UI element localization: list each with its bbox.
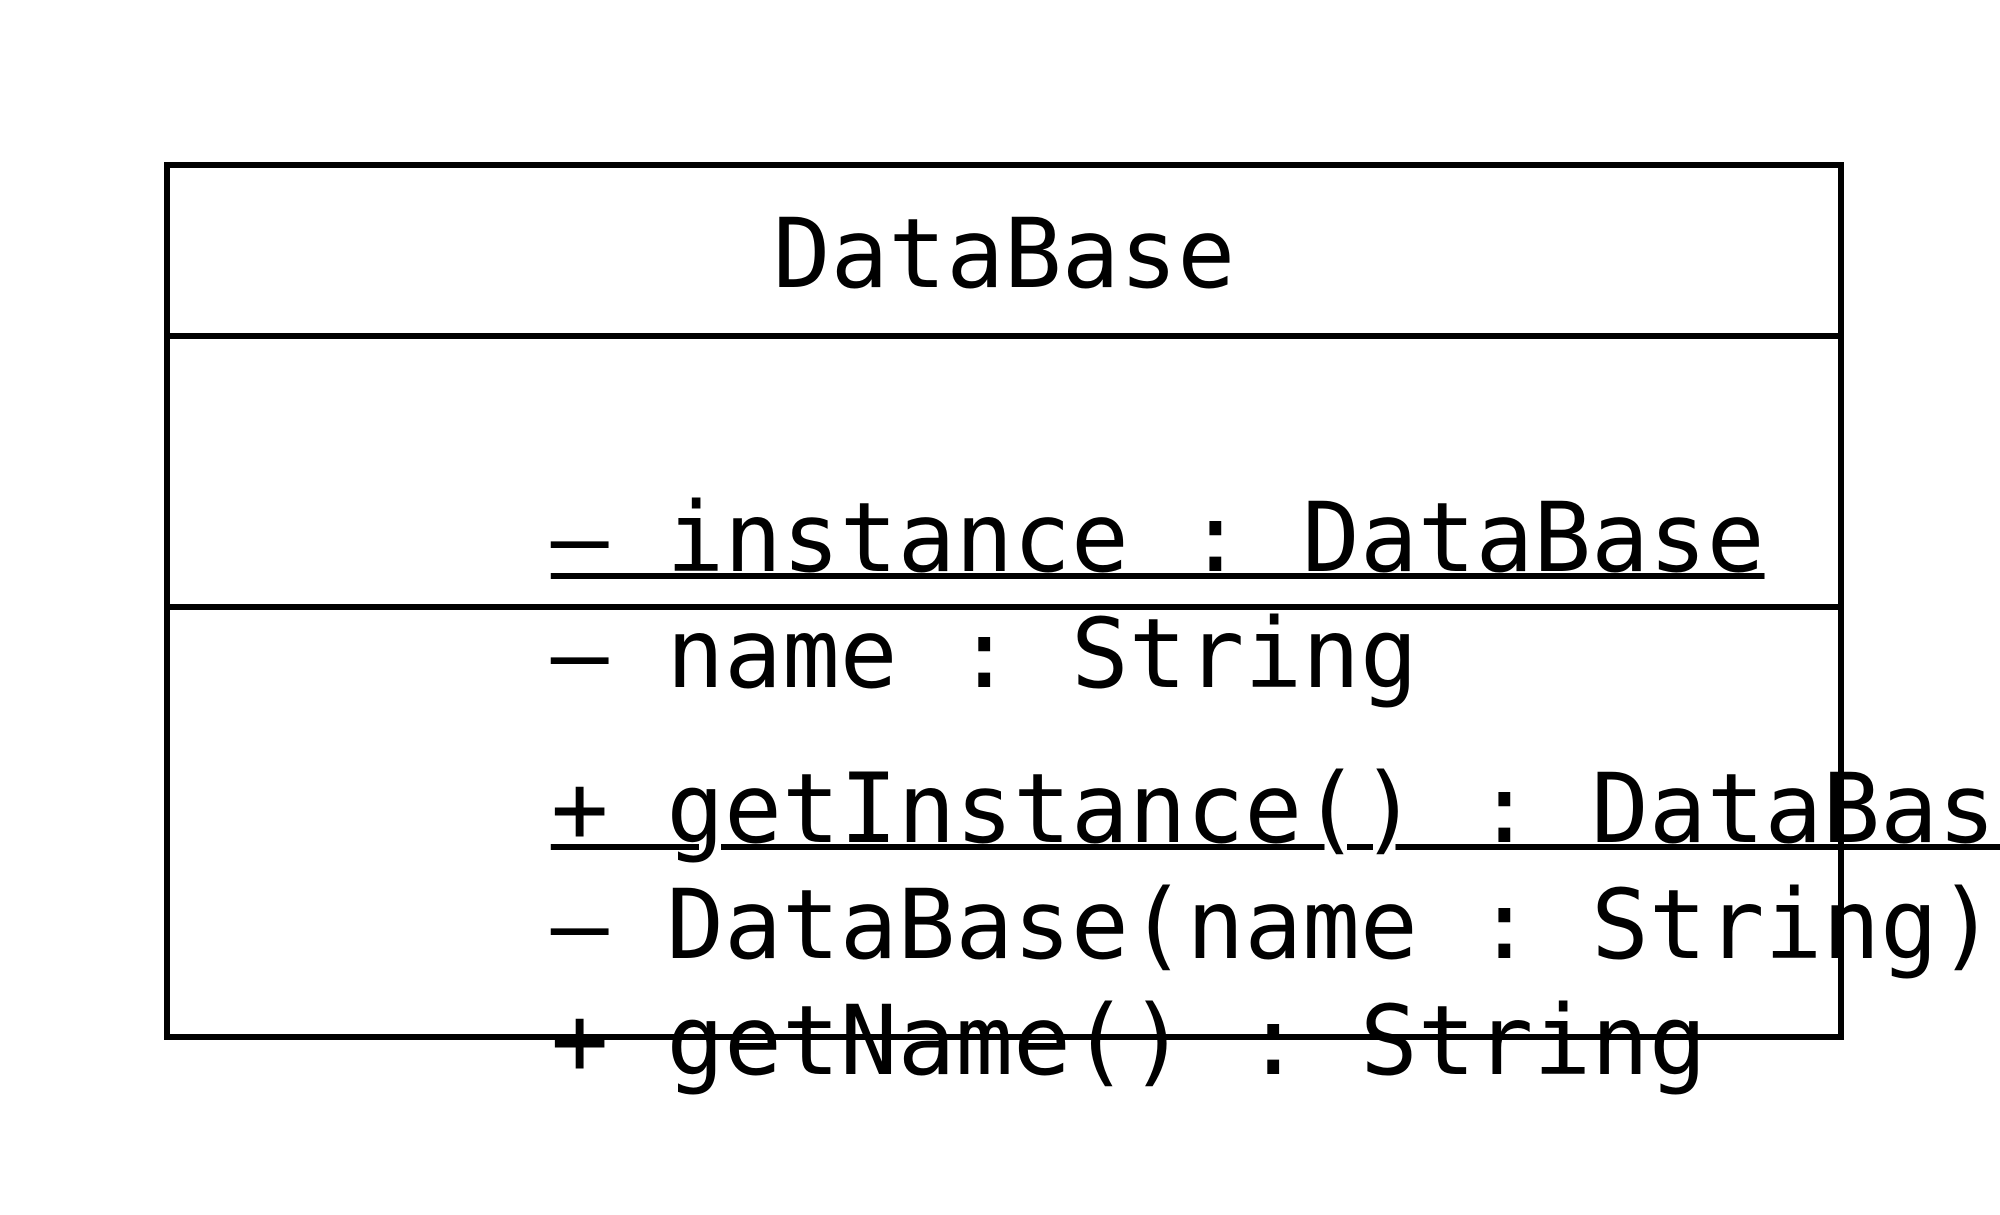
operation-get-instance-text: + getInstance() : DataBase [550,753,2000,865]
operation-get-name-text: + getName() : String [550,985,1707,1097]
attribute-instance-text: – instance : DataBase [550,482,1765,594]
class-name: DataBase [772,197,1236,310]
class-name-compartment: DataBase [170,168,1838,339]
uml-class-box: DataBase – instance : DataBase – name : … [164,162,2000,1097]
operation-constructor-text: – DataBase(name : String) [550,869,1996,981]
operation-get-name: + getName() : String [170,867,1838,1097]
operation-get-instance: + getInstance() : DataBase [170,635,2000,865]
operation-constructor: – DataBase(name : String) [170,751,1996,981]
attribute-name-text: – name : String [550,598,1418,710]
attribute-instance: – instance : DataBase [170,364,1838,594]
attributes-compartment: – instance : DataBase – name : String [170,339,1838,710]
attribute-name: – name : String [170,480,1838,710]
operations-compartment: + getInstance() : DataBase – DataBase(na… [170,610,2000,1097]
